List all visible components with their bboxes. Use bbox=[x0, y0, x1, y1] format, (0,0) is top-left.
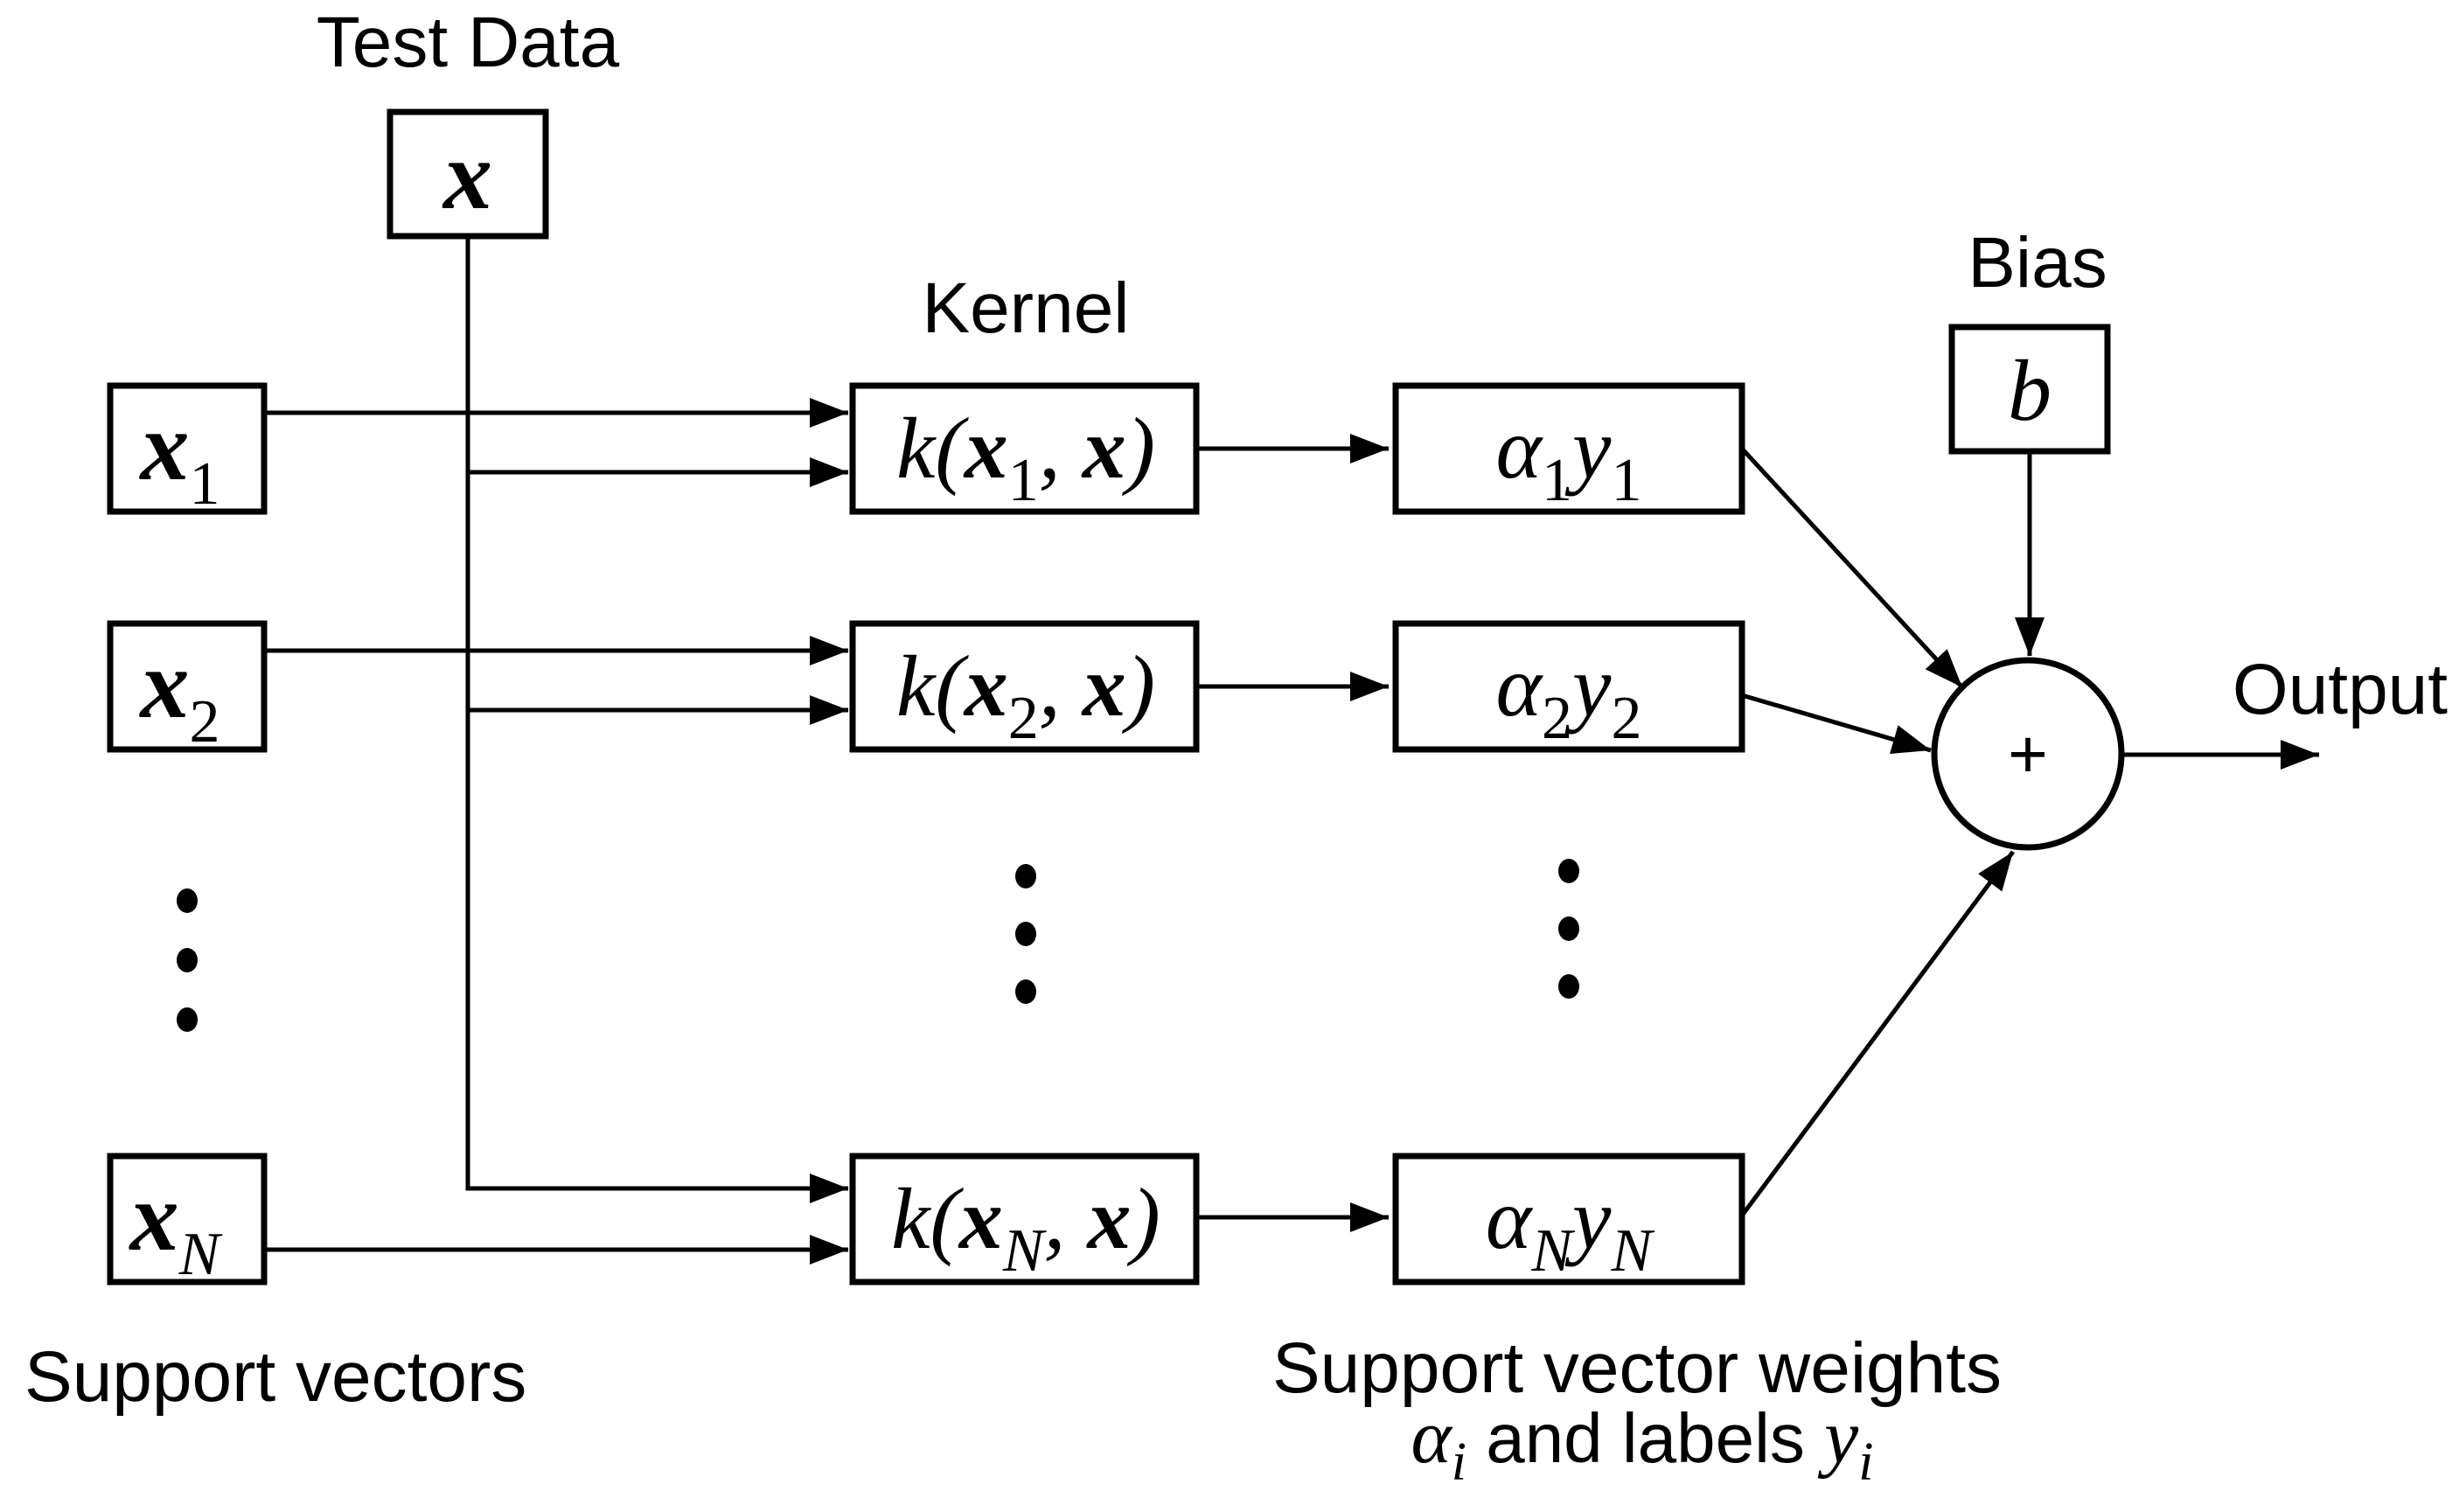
weights-caption-line1: Support vector weights bbox=[1272, 1328, 2002, 1408]
support-vectors-caption: Support vectors bbox=[24, 1337, 526, 1417]
support-vector-1-label: x1 bbox=[139, 393, 220, 518]
support-vector-box-2 bbox=[107, 620, 268, 753]
bias-symbol: b bbox=[2008, 342, 2051, 439]
bias-box bbox=[1948, 324, 2111, 455]
kernel-box-2 bbox=[849, 620, 1200, 753]
weight-box-2 bbox=[1392, 620, 1745, 753]
weights-caption-line2: αi and labels yi bbox=[1411, 1395, 1874, 1492]
kernel-N-label: k(xN, x) bbox=[891, 1170, 1160, 1285]
sum-node bbox=[1931, 657, 2125, 851]
vertical-ellipsis-right bbox=[1558, 859, 1579, 999]
test-data-label: Test Data bbox=[317, 3, 620, 82]
test-input-symbol: x bbox=[442, 122, 492, 230]
arrow-weightN-to-sum bbox=[1739, 850, 2016, 1217]
weight-N-label: αNyN bbox=[1486, 1170, 1655, 1285]
weight-1-label: α1y1 bbox=[1496, 400, 1642, 514]
kernel-2-label: k(x2, x) bbox=[896, 638, 1155, 752]
weight-box-N bbox=[1392, 1153, 1745, 1286]
output-label: Output bbox=[2233, 650, 2448, 729]
support-vector-N-label: xN bbox=[129, 1163, 223, 1288]
weight-2-label: α2y2 bbox=[1496, 638, 1642, 752]
arrow-weight1-to-sum bbox=[1740, 447, 1964, 689]
sum-symbol: + bbox=[2008, 715, 2048, 792]
support-vector-box-1 bbox=[107, 382, 268, 515]
support-vector-2-label: x2 bbox=[139, 631, 220, 756]
bias-label: Bias bbox=[1968, 223, 2107, 303]
test-data-line bbox=[465, 236, 848, 1203]
test-input-box bbox=[387, 108, 549, 240]
vertical-ellipsis-middle bbox=[1015, 864, 1036, 1004]
arrow-weight2-to-sum bbox=[1741, 693, 1932, 754]
kernel-box-1 bbox=[849, 382, 1200, 515]
kernel-1-label: k(x1, x) bbox=[896, 400, 1155, 514]
weight-box-1 bbox=[1392, 382, 1745, 515]
kernel-label: Kernel bbox=[922, 268, 1129, 348]
support-vector-box-N bbox=[107, 1153, 268, 1286]
kernel-box-N bbox=[849, 1153, 1200, 1286]
vertical-ellipsis-left bbox=[177, 888, 198, 1032]
